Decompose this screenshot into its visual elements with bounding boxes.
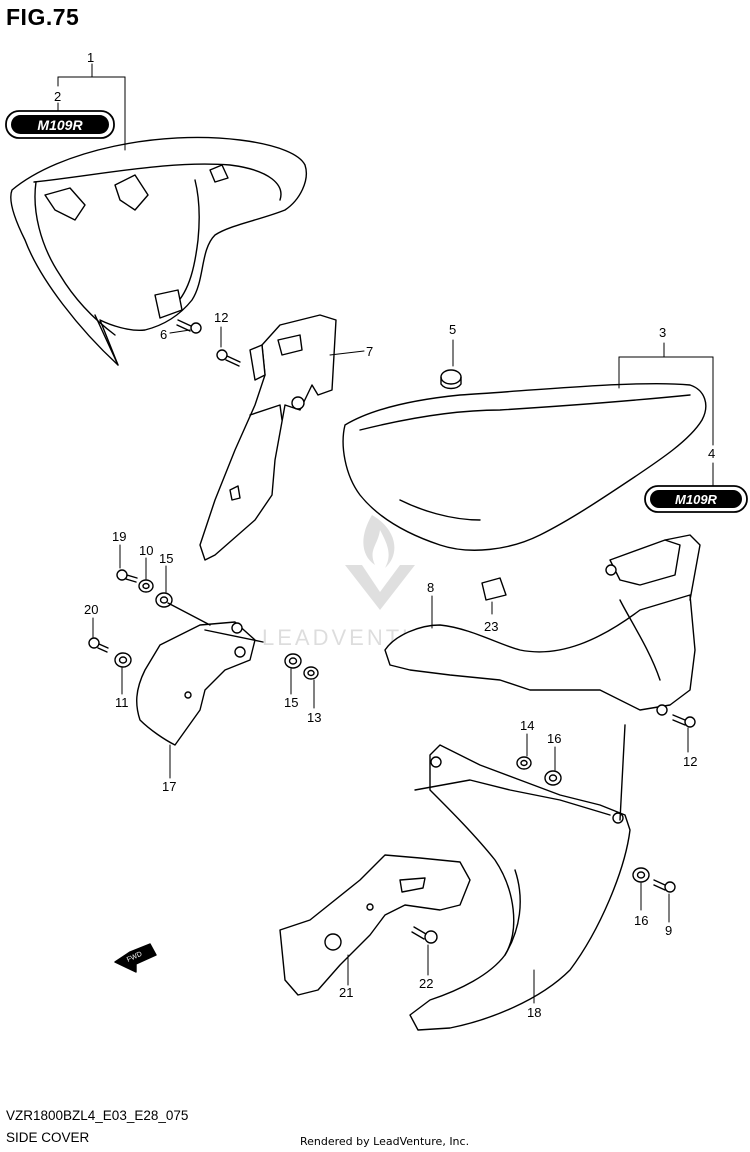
part-13-collar bbox=[303, 666, 319, 680]
watermark-logo bbox=[345, 515, 415, 610]
model-code: VZR1800BZL4_E03_E28_075 bbox=[6, 1108, 189, 1123]
callout-15-upper: 15 bbox=[159, 551, 173, 566]
part-3-cover bbox=[342, 382, 707, 551]
part-14-collar bbox=[516, 756, 532, 770]
part-18-cover bbox=[409, 724, 631, 1031]
part-4-badge: M109R bbox=[644, 485, 748, 513]
part-11-grommet bbox=[114, 652, 132, 668]
callout-8: 8 bbox=[427, 580, 434, 595]
callout-16-lower: 16 bbox=[634, 913, 648, 928]
leader-line bbox=[167, 602, 211, 626]
leader-lines bbox=[57, 63, 714, 1004]
part-1-cover bbox=[10, 136, 307, 366]
part-20-screw bbox=[88, 637, 109, 653]
part-2-badge: M109R bbox=[5, 110, 115, 139]
callout-19: 19 bbox=[112, 529, 126, 544]
callout-18: 18 bbox=[527, 1005, 541, 1020]
callout-17: 17 bbox=[162, 779, 176, 794]
callout-labels: 1 2 3 4 5 6 7 8 9 10 11 12 12 13 14 15 1… bbox=[54, 50, 715, 1020]
part-15-grommet-upper bbox=[155, 592, 173, 608]
badge-text-right: M109R bbox=[675, 492, 718, 507]
callout-4: 4 bbox=[708, 446, 715, 461]
part-12-screw-upper bbox=[216, 349, 241, 367]
part-17-guard bbox=[136, 621, 264, 746]
part-16-grommet-lower bbox=[632, 867, 650, 883]
part-22-bolt bbox=[411, 926, 438, 944]
callout-15-lower: 15 bbox=[284, 695, 298, 710]
part-7-bracket bbox=[199, 314, 337, 561]
part-10-washer bbox=[138, 579, 154, 593]
callout-11: 11 bbox=[115, 695, 129, 710]
callout-3: 3 bbox=[659, 325, 666, 340]
figure-title: FIG.75 bbox=[6, 4, 80, 30]
callout-23: 23 bbox=[484, 619, 498, 634]
callout-12-upper: 12 bbox=[214, 310, 228, 325]
callout-2: 2 bbox=[54, 89, 61, 104]
badge-text-top: M109R bbox=[37, 117, 83, 133]
render-credit: Rendered by LeadVenture, Inc. bbox=[300, 1135, 470, 1148]
part-5-grommet bbox=[440, 369, 462, 390]
part-21-bracket bbox=[279, 854, 471, 996]
callout-21: 21 bbox=[339, 985, 353, 1000]
callout-1: 1 bbox=[87, 50, 94, 65]
callout-7: 7 bbox=[366, 344, 373, 359]
callout-6: 6 bbox=[160, 327, 167, 342]
callout-16-upper: 16 bbox=[547, 731, 561, 746]
part-15-grommet-lower bbox=[284, 653, 302, 669]
fwd-arrow-icon: FWD bbox=[114, 943, 157, 973]
callout-5: 5 bbox=[449, 322, 456, 337]
part-12-screw-lower bbox=[672, 714, 696, 728]
callout-22: 22 bbox=[419, 976, 433, 991]
part-19-screw bbox=[116, 569, 138, 583]
callout-9: 9 bbox=[665, 923, 672, 938]
callout-12-lower: 12 bbox=[683, 754, 697, 769]
part-23-pad bbox=[481, 577, 507, 601]
section-name: SIDE COVER bbox=[6, 1130, 90, 1145]
part-8-panel bbox=[384, 534, 701, 716]
part-16-grommet-upper bbox=[544, 770, 562, 786]
callout-20: 20 bbox=[84, 602, 98, 617]
callout-13: 13 bbox=[307, 710, 321, 725]
callout-14: 14 bbox=[520, 718, 534, 733]
part-9-screw bbox=[653, 879, 676, 893]
callout-10: 10 bbox=[139, 543, 153, 558]
